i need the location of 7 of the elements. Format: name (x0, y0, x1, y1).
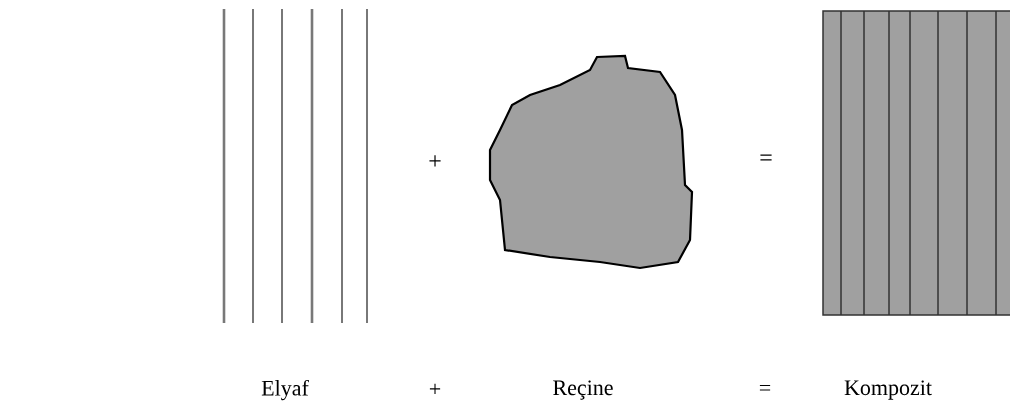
item-label: Kompozit (844, 380, 932, 400)
equals-sign: = (759, 384, 771, 391)
equals-sign: = (760, 154, 772, 161)
item-label: Elyaf (261, 379, 309, 401)
item-label: Reçine (553, 380, 613, 400)
plus-sign: + (429, 383, 441, 395)
plus-sign: + (429, 155, 441, 167)
